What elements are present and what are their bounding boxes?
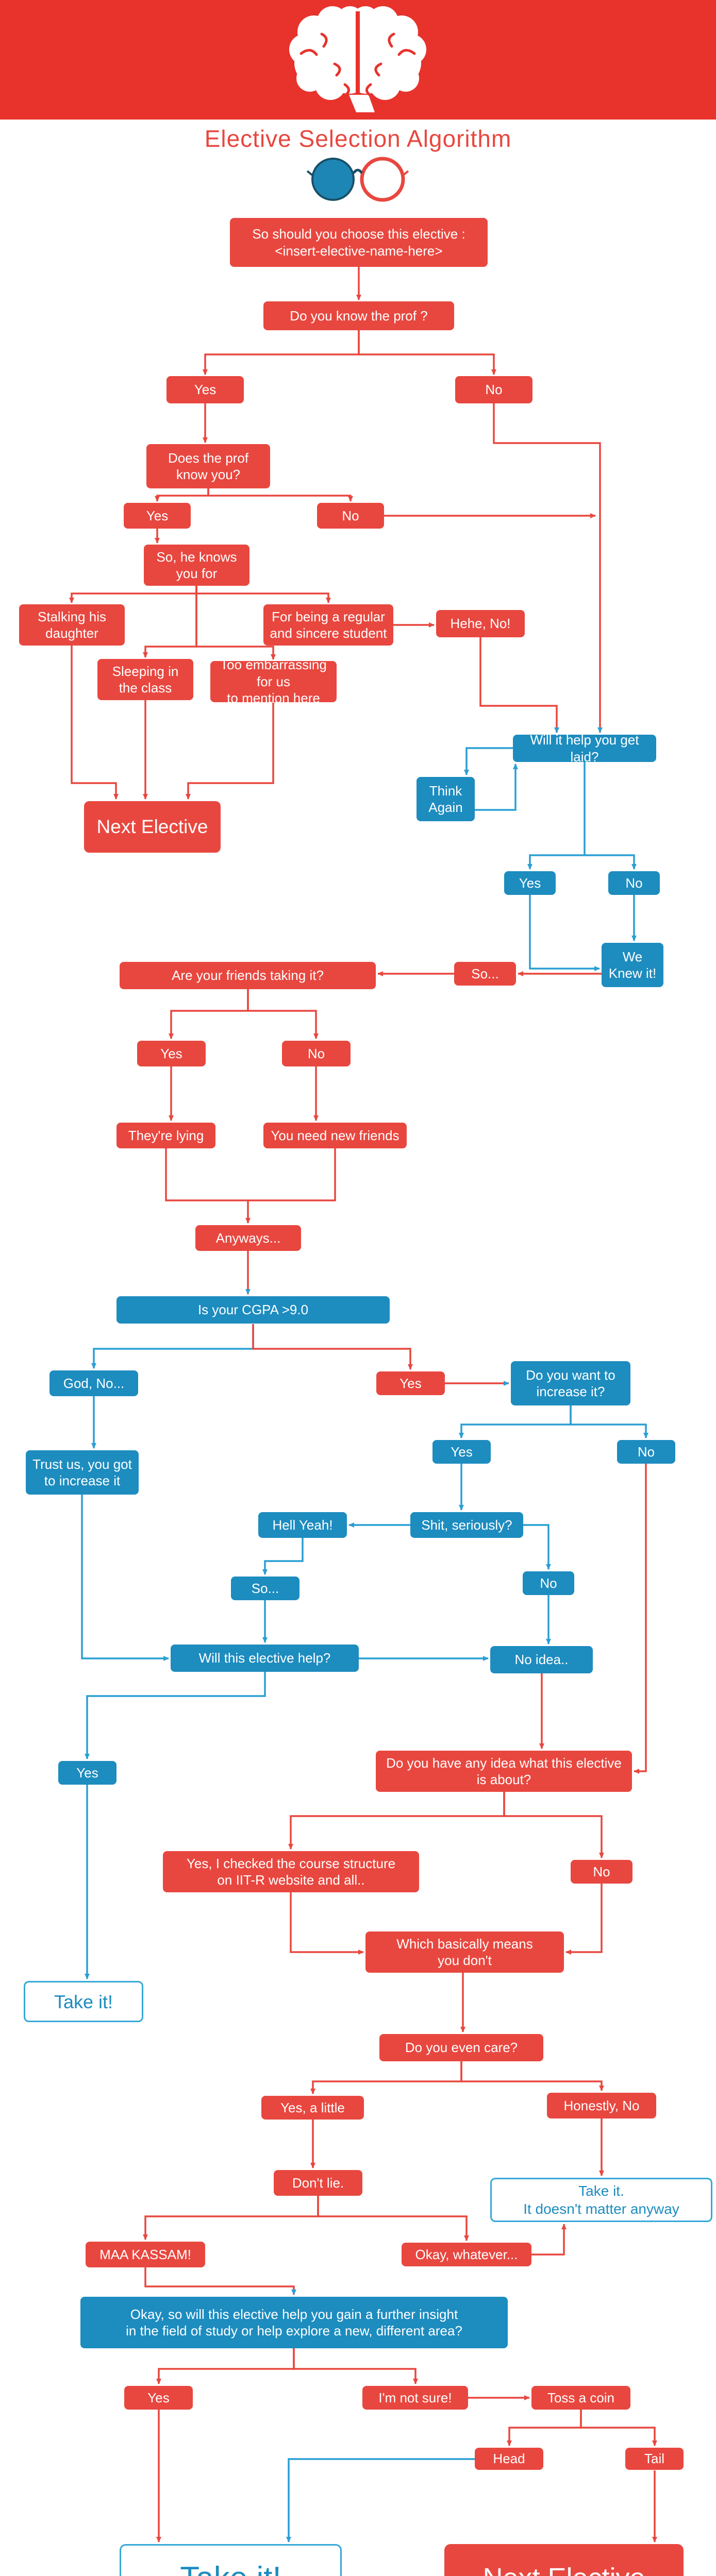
node-dont-lie: Don't lie. [274,2170,362,2196]
node-intro: So should you choose this elective : <in… [230,218,488,267]
node-no-3: No [608,871,660,895]
node-okay-whatever: Okay, whatever... [402,2243,531,2266]
node-trust-us: Trust us, you got to increase it [26,1450,139,1495]
node-yes-2: Yes [124,503,191,529]
node-knows-you-for: So, he knows you for [144,545,249,586]
node-no-7: No [571,1860,632,1884]
node-god-no: God, No... [49,1370,138,1396]
node-yes-3: Yes [504,871,556,895]
node-take-it-matter: Take it. It doesn't matter anyway [490,2178,712,2222]
node-so-1: So... [454,962,516,986]
node-checked-structure: Yes, I checked the course structure on I… [163,1851,419,1892]
node-hell-yeah: Hell Yeah! [258,1512,347,1538]
node-basically-dont: Which basically means you don't [365,1931,564,1973]
node-increase-it: Do you want to increase it? [511,1361,630,1405]
node-anyways: Anyways... [195,1225,301,1251]
node-think-again: Think Again [417,777,475,821]
brain-icon [289,6,426,112]
node-yes-a-little: Yes, a little [261,2096,364,2120]
node-yes-1: Yes [166,376,244,403]
node-we-knew-it: We Knew it! [602,943,663,987]
node-no-2: No [317,503,384,529]
node-get-laid: Will it help you get laid? [513,732,656,765]
node-know-prof: Do you know the prof ? [263,301,454,330]
page-title: Elective Selection Algorithm [204,125,512,152]
node-head: Head [475,2448,543,2470]
node-take-it-1: Take it! [24,1981,143,2022]
glasses-icon [306,157,409,202]
node-no-4: No [282,1041,351,1066]
node-tail: Tail [625,2448,684,2470]
node-yes-4: Yes [137,1041,206,1066]
node-shit-seriously: Shit, seriously? [410,1512,523,1538]
node-will-help: Will this elective help? [171,1645,359,1672]
node-hehe-no: Hehe, No! [436,610,525,637]
node-regular-student: For being a regular and sincere student [263,604,393,646]
node-yes-6: Yes [432,1440,491,1464]
node-even-care: Do you even care? [379,2034,543,2061]
node-next-elective-final: Next Elective [444,2544,684,2576]
left-lens [311,158,355,201]
node-embarrassing: Too embarrassing for us to mention here [210,657,337,706]
node-take-it-final: Take it! [120,2544,342,2576]
node-no-6: No [523,1571,574,1595]
node-prof-know-you: Does the prof know you? [146,444,270,488]
node-no-1: No [455,376,532,403]
node-sleeping: Sleeping in the class [97,659,193,700]
node-yes-5: Yes [376,1371,445,1395]
node-yes-7: Yes [58,1761,116,1785]
node-friends-taking: Are your friends taking it? [120,962,376,989]
node-not-sure: I'm not sure! [362,2386,468,2410]
node-big-question: Okay, so will this elective help you gai… [80,2297,508,2348]
node-maa-kassam: MAA KASSAM! [86,2242,205,2267]
node-theyre-lying: They're lying [116,1123,215,1148]
node-no-5: No [617,1440,675,1464]
node-so-2: So... [231,1577,299,1600]
node-next-elective-1: Next Elective [84,801,221,853]
node-yes-8: Yes [124,2386,193,2410]
node-honestly-no: Honestly, No [547,2093,656,2119]
node-any-idea: Do you have any idea what this elective … [376,1751,632,1792]
node-toss-coin: Toss a coin [531,2386,630,2410]
node-stalking: Stalking his daughter [19,604,125,646]
right-lens [360,157,405,202]
node-cgpa: Is your CGPA >9.0 [116,1296,390,1324]
node-no-idea: No idea.. [490,1646,593,1673]
node-new-friends: You need new friends [263,1123,407,1148]
